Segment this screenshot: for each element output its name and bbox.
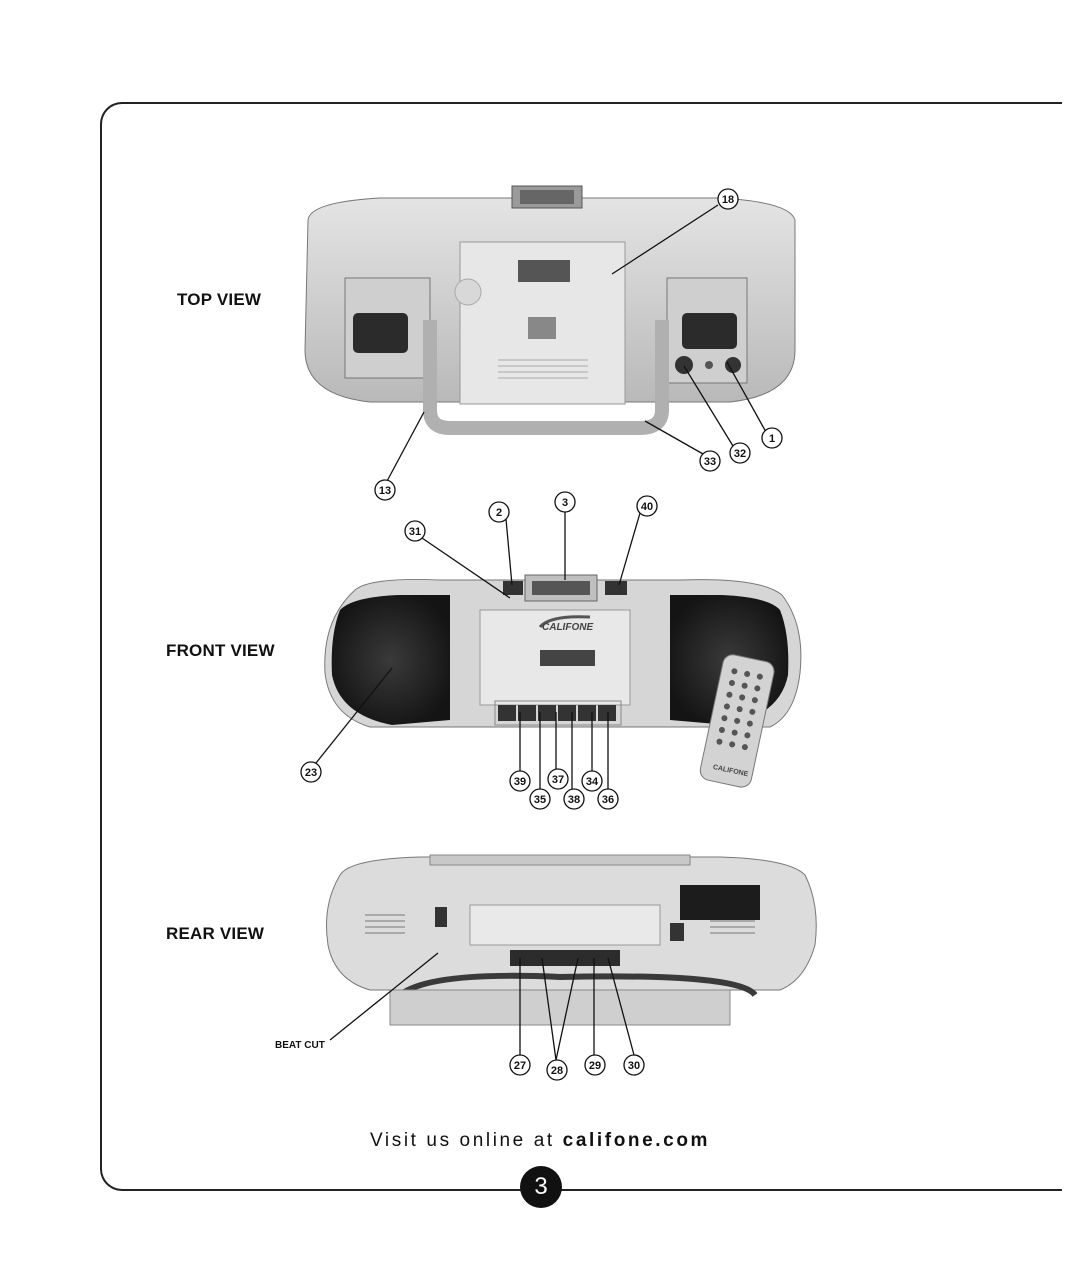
callout-39: 39 [514,776,526,788]
footer-site-link[interactable]: califone.com [562,1130,711,1151]
callout-37: 37 [552,774,564,786]
top-view-illustration [304,185,796,435]
callout-28: 28 [551,1065,563,1077]
callout-30: 30 [628,1060,640,1072]
callout-13: 13 [379,485,391,497]
rear-view-label: REAR VIEW [166,924,265,943]
callout-36: 36 [602,794,614,806]
footer-prefix: Visit us online at [369,1130,563,1151]
top-view-label: TOP VIEW [177,290,262,309]
callout-2: 2 [496,507,502,519]
page-number-badge: 3 [520,1166,562,1208]
callout-35: 35 [534,794,546,806]
callout-40: 40 [641,501,653,513]
footer-visit-line: Visit us online at califone.com [0,1130,1080,1152]
callout-34: 34 [586,776,599,788]
front-view-illustration: CALIFONE CALIFONE [324,574,802,788]
callout-31: 31 [409,526,421,538]
callout-3: 3 [562,497,568,509]
callout-27: 27 [514,1060,526,1072]
callout-23: 23 [305,767,317,779]
callout-33: 33 [704,456,716,468]
callout-32: 32 [734,448,746,460]
callout-38: 38 [568,794,580,806]
front-view-label: FRONT VIEW [166,641,275,660]
front-brand-text: CALIFONE [542,622,593,633]
callout-29: 29 [589,1060,601,1072]
callout-1: 1 [769,433,775,445]
callout-18: 18 [722,194,734,206]
rear-view-illustration [326,854,817,1026]
page-border [100,102,1062,1191]
beat-cut-label: BEAT CUT [275,1040,325,1051]
